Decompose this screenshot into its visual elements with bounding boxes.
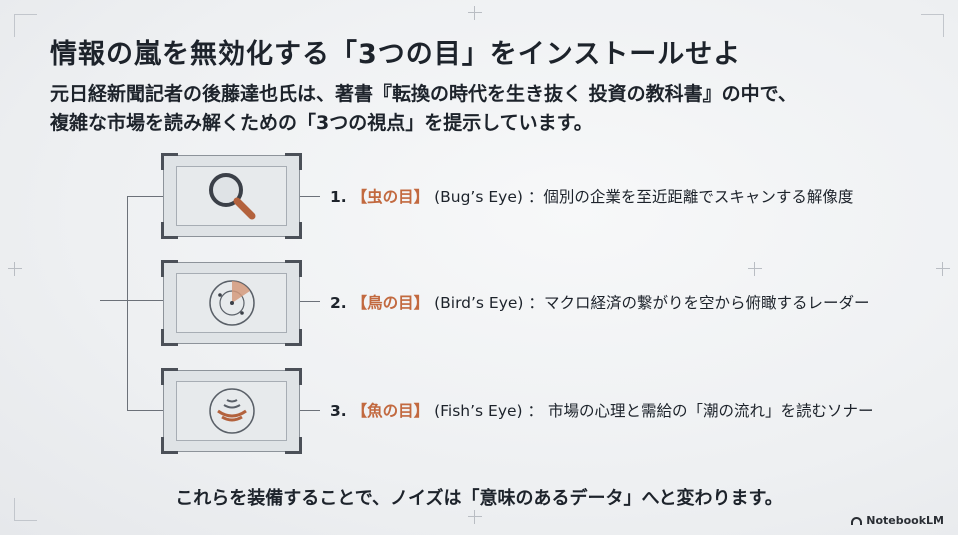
item-tag: 【鳥の目】	[351, 294, 430, 312]
panel-bug-eye	[161, 153, 302, 239]
item-separator: ：	[527, 402, 548, 420]
crosshair-mark	[936, 262, 950, 276]
connector-branch-3	[127, 410, 163, 411]
item-english: (Bird’s Eye)	[434, 294, 524, 312]
leader-line-1	[298, 196, 320, 197]
lead-line-1: 元日経新聞記者の後藤達也氏は、著書『転換の時代を生き抜く 投資の教科書』の中で、	[50, 83, 797, 105]
connector-branch-1	[127, 196, 163, 197]
panel-bird-eye	[161, 260, 302, 346]
radar-icon	[208, 280, 255, 326]
frame-corner	[14, 14, 37, 37]
list-item-fish-eye: 3. 【魚の目】 (Fish’s Eye) ： 市場の心理と需給の「潮の流れ」を…	[330, 399, 874, 421]
notebooklm-icon	[851, 516, 863, 525]
item-number: 1.	[330, 188, 347, 206]
item-tag: 【虫の目】	[351, 188, 430, 206]
notebooklm-logo: NotebookLM	[851, 514, 944, 527]
crosshair-mark	[468, 6, 482, 20]
panel-fish-eye	[161, 368, 302, 454]
footer-text: これらを装備することで、ノイズは「意味のあるデータ」へと変わります。	[175, 488, 783, 509]
item-description: 市場の心理と需給の「潮の流れ」を読むソナー	[547, 402, 874, 420]
lead-text: 元日経新聞記者の後藤達也氏は、著書『転換の時代を生き抜く 投資の教科書』の中で、…	[50, 80, 910, 138]
item-description: マクロ経済の繋がりを空から俯瞰するレーダー	[543, 294, 870, 312]
item-separator: ：	[528, 294, 544, 312]
item-description: 個別の企業を至近距離でスキャンする解像度	[543, 188, 854, 206]
list-item-bug-eye: 1. 【虫の目】 (Bug’s Eye) ：個別の企業を至近距離でスキャンする解…	[330, 185, 853, 207]
item-number: 2.	[330, 294, 347, 312]
connector-stem	[100, 300, 163, 301]
frame-corner	[14, 498, 37, 521]
item-english: (Bug’s Eye)	[434, 188, 523, 206]
item-separator: ：	[527, 188, 544, 206]
item-tag: 【魚の目】	[351, 402, 430, 420]
sonar-icon	[208, 388, 255, 434]
item-english: (Fish’s Eye)	[434, 402, 523, 420]
leader-line-2	[298, 301, 320, 302]
lead-line-2: 複雑な市場を読み解くための「3つの視点」を提示しています。	[50, 112, 593, 134]
crosshair-mark	[8, 262, 22, 276]
crosshair-mark	[468, 510, 482, 524]
page-title: 情報の嵐を無効化する「3つの目」をインストールせよ	[50, 39, 742, 70]
item-number: 3.	[330, 402, 347, 420]
frame-corner	[921, 14, 944, 37]
connector-vertical	[127, 196, 128, 410]
leader-line-3	[298, 410, 320, 411]
logo-text: NotebookLM	[866, 514, 944, 527]
list-item-bird-eye: 2. 【鳥の目】 (Bird’s Eye) ：マクロ経済の繋がりを空から俯瞰する…	[330, 291, 869, 313]
magnifier-icon	[208, 173, 255, 220]
crosshair-mark	[748, 262, 762, 276]
